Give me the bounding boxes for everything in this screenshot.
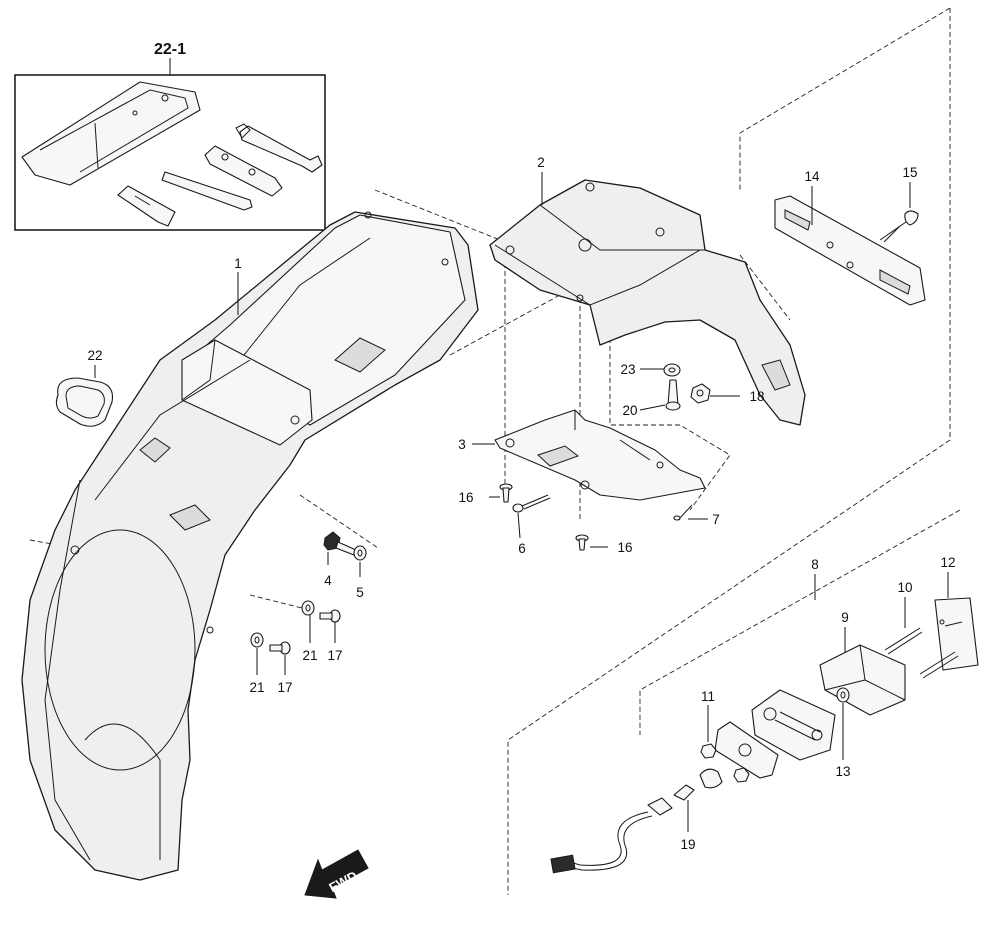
callout-17-upper: 17 — [327, 648, 342, 663]
forward-direction-arrow: FWD — [304, 849, 369, 899]
callout-13: 13 — [835, 764, 850, 779]
callout-21-upper: 21 — [302, 648, 317, 663]
bulb-socket — [699, 768, 723, 789]
tool-kit-box: 22-1 — [14, 41, 326, 231]
callout-14: 14 — [804, 169, 820, 184]
wrench-icon — [235, 123, 323, 173]
nut-icon — [690, 383, 711, 404]
collar-bolt-icon — [665, 379, 681, 411]
mounting-bracket — [494, 409, 706, 501]
callout-17-lower: 17 — [277, 680, 292, 695]
callout-4: 4 — [324, 573, 332, 588]
callout-7: 7 — [712, 512, 720, 527]
wire-harness — [550, 797, 673, 874]
rear-fender — [21, 211, 479, 881]
callout-numbers: 1 2 3 4 5 6 7 8 9 10 11 12 13 14 15 16 1… — [87, 155, 955, 852]
screw-icon-17-upper — [319, 609, 341, 623]
washer-icon-13 — [836, 687, 850, 703]
callout-8: 8 — [811, 557, 819, 572]
grommet — [55, 377, 114, 427]
screw-icon-16-lower — [575, 534, 589, 551]
light-housing — [819, 644, 906, 716]
callout-1: 1 — [234, 256, 242, 271]
license-plate-bracket — [774, 195, 926, 306]
callout-19: 19 — [680, 837, 695, 852]
callout-5: 5 — [356, 585, 364, 600]
callout-15: 15 — [902, 165, 917, 180]
tool-bag — [21, 81, 201, 186]
screw-icon-6 — [512, 494, 551, 513]
callout-16-lower: 16 — [617, 540, 632, 555]
assembly-guide-lines — [29, 7, 961, 895]
lens-cover — [934, 597, 979, 671]
callout-22: 22 — [87, 348, 102, 363]
callout-12: 12 — [940, 555, 955, 570]
callout-9: 9 — [841, 610, 849, 625]
callout-21-lower: 21 — [249, 680, 264, 695]
callout-2: 2 — [537, 155, 545, 170]
callout-10: 10 — [897, 580, 912, 595]
washer-icon — [663, 363, 681, 377]
nut-icon-11b — [733, 767, 750, 783]
callout-16-upper: 16 — [458, 490, 473, 505]
screwdriver-icon — [161, 171, 253, 211]
callout-18: 18 — [749, 389, 764, 404]
screw-icon-7 — [673, 504, 693, 521]
flange-bolt-icon — [323, 531, 357, 556]
socket-spanner-icon — [204, 145, 283, 197]
socket-bracket — [751, 689, 836, 761]
rear-inner-fender — [489, 179, 806, 426]
nut-icon-11 — [700, 743, 717, 759]
bulb-icon — [673, 784, 695, 801]
callout-3: 3 — [458, 437, 466, 452]
callout-6: 6 — [518, 541, 526, 556]
callout-20: 20 — [622, 403, 637, 418]
tool-kit-label: 22-1 — [154, 41, 186, 58]
flat-washer-icon — [353, 545, 367, 561]
callout-leaders — [94, 172, 949, 832]
screw-icon-16-upper — [499, 483, 513, 503]
callout-11: 11 — [701, 689, 715, 704]
washer-icon-21-upper — [301, 600, 315, 616]
extension-handle-icon — [117, 185, 176, 227]
bolt-icon — [879, 210, 919, 243]
light-screws — [884, 627, 959, 679]
screw-icon-17-lower — [269, 641, 291, 655]
callout-23: 23 — [620, 362, 635, 377]
washer-icon-21-lower — [250, 632, 264, 648]
